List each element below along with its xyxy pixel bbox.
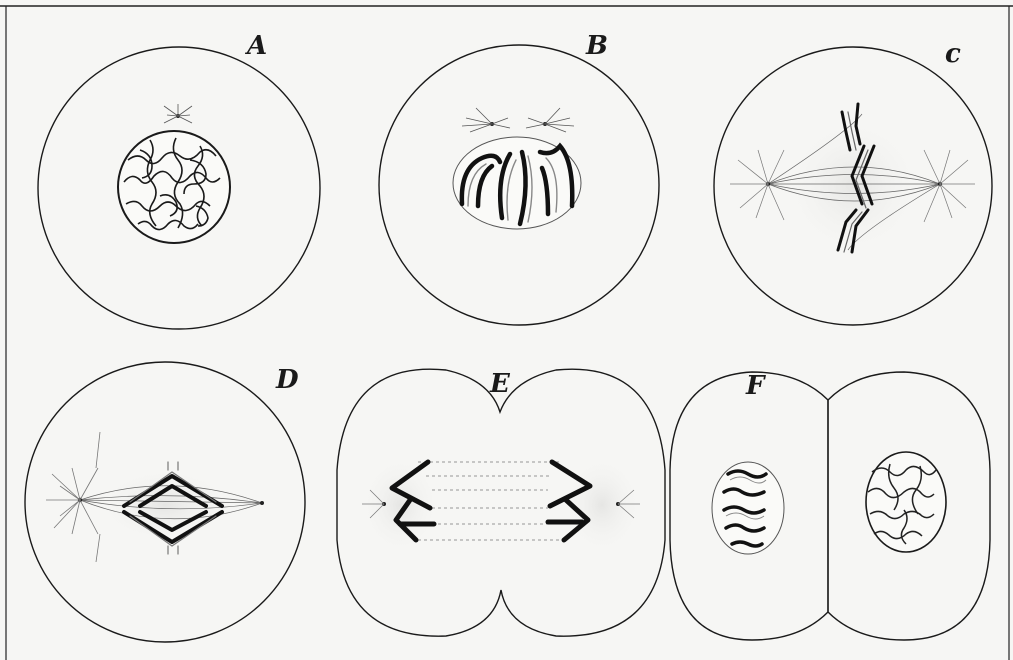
aster-left — [46, 468, 98, 534]
stray-fiber — [96, 432, 100, 468]
centriole-right — [260, 501, 264, 505]
panel-c — [714, 47, 992, 325]
centrosomes — [462, 108, 574, 132]
centrosome — [164, 104, 192, 123]
panel-label-d: D — [275, 365, 299, 395]
nucleus-right — [866, 452, 946, 552]
panel-a — [38, 47, 320, 329]
panel-b — [379, 45, 659, 325]
panel-f — [670, 372, 990, 640]
panel-label-b: B — [585, 31, 608, 61]
stray-fiber — [96, 534, 100, 562]
panel-d — [25, 362, 305, 642]
aster-left — [730, 150, 784, 220]
panel-e — [337, 369, 665, 636]
panel-label-c: c — [945, 39, 961, 69]
panel-label-f: F — [745, 371, 766, 401]
panel-label-a: A — [244, 31, 267, 61]
panel-label-e: E — [489, 369, 511, 399]
